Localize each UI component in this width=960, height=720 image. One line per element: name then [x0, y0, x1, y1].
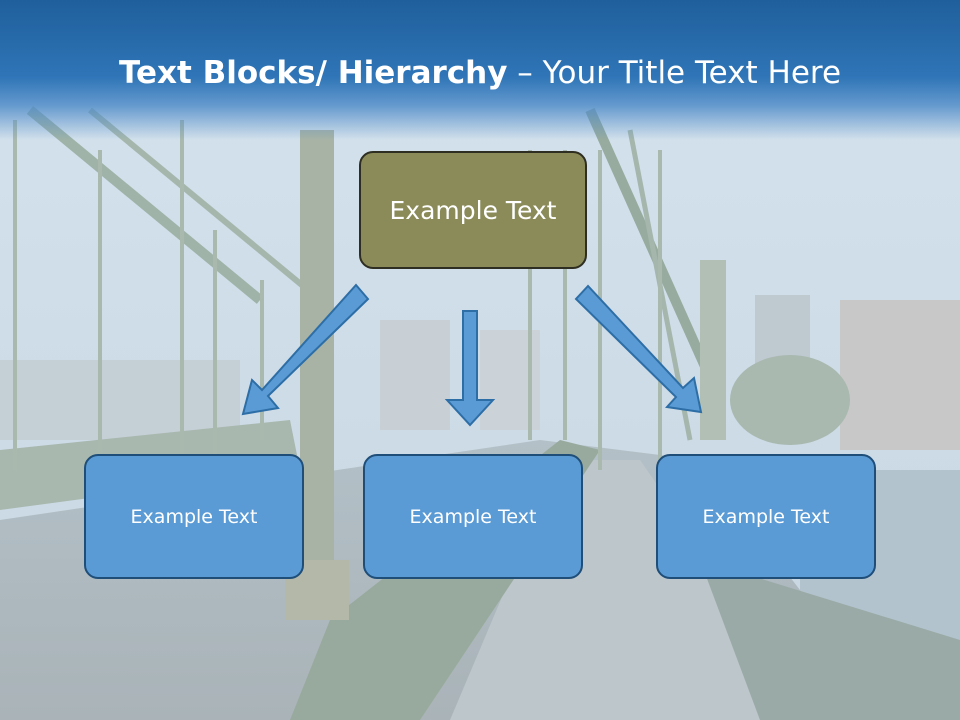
- text-block-right[interactable]: Example Text: [656, 454, 876, 579]
- title-regular-part: – Your Title Text Here: [507, 55, 842, 91]
- text-block-center[interactable]: Example Text: [363, 454, 583, 579]
- text-block-left[interactable]: Example Text: [84, 454, 304, 579]
- text-block-right-label: Example Text: [702, 505, 830, 528]
- top-text-block[interactable]: Example Text: [359, 151, 587, 269]
- text-block-left-label: Example Text: [130, 505, 258, 528]
- title-band: [0, 0, 960, 140]
- slide-title: Text Blocks/ Hierarchy – Your Title Text…: [0, 55, 960, 91]
- top-text-block-label: Example Text: [389, 195, 557, 225]
- text-block-center-label: Example Text: [409, 505, 537, 528]
- title-bold-part: Text Blocks/ Hierarchy: [118, 55, 508, 91]
